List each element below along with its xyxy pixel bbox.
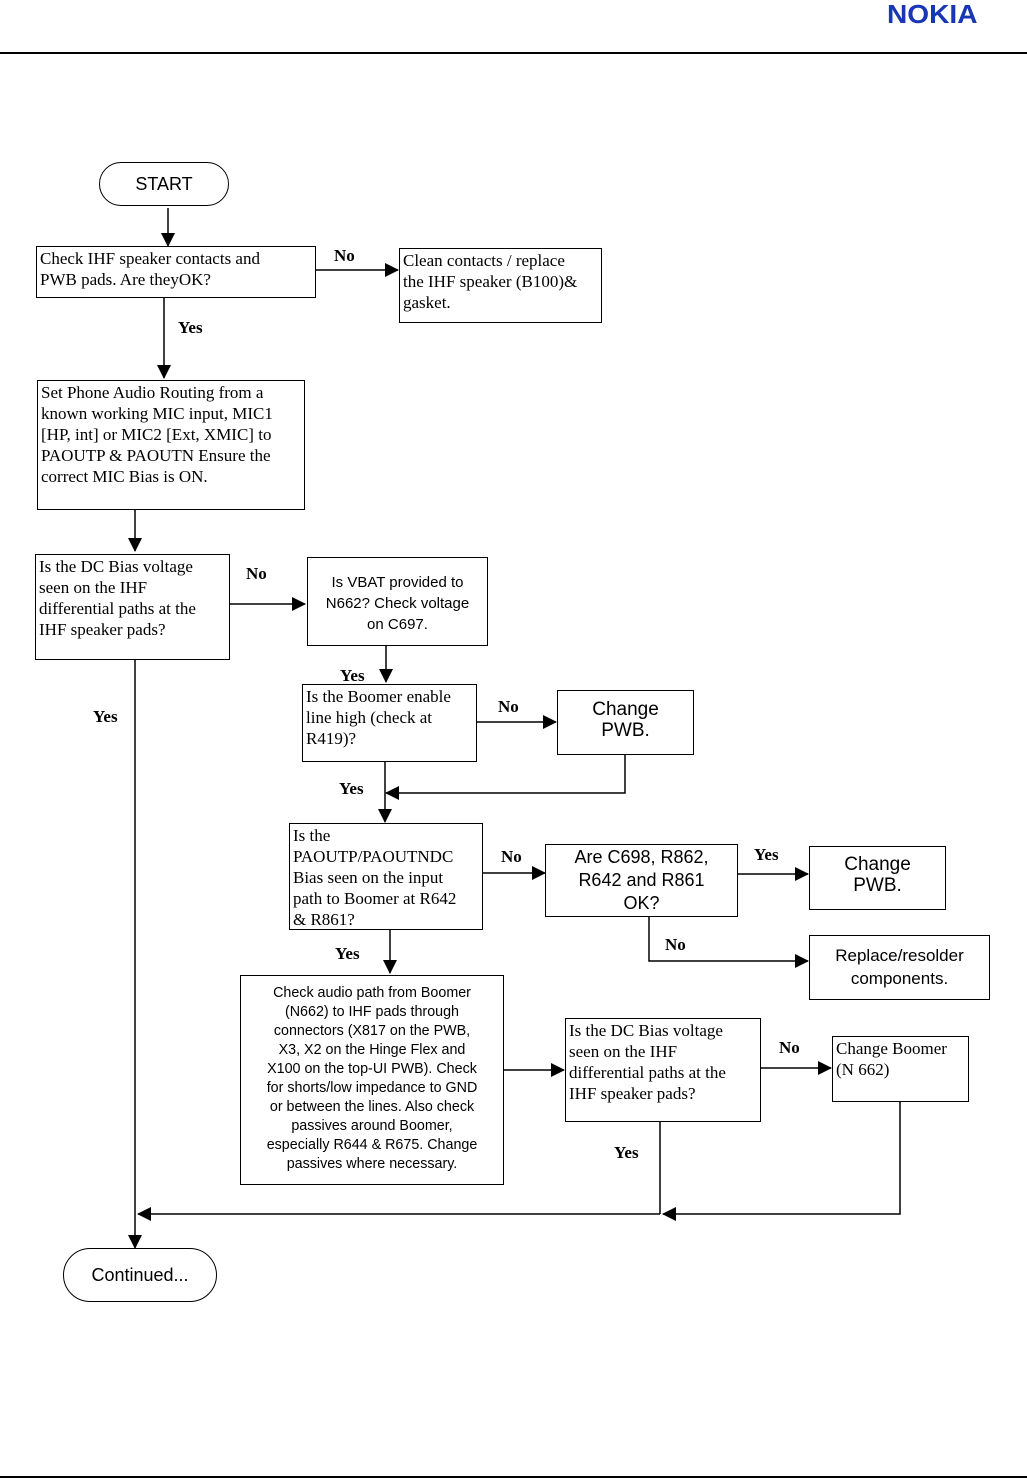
continued-label: Continued... <box>91 1264 189 1285</box>
start-terminal: START <box>99 162 229 206</box>
header-rule <box>0 52 1027 54</box>
clean-contacts-box: Clean contacts / replace the IHF speaker… <box>399 248 602 323</box>
branch-label-yes: Yes <box>614 1143 639 1162</box>
replace-resolder-box: Replace/resolder components. <box>809 935 990 1000</box>
branch-label-yes: Yes <box>754 845 779 864</box>
change-pwb-box-2: Change PWB. <box>809 846 946 910</box>
dc-bias-check-box: Is the DC Bias voltage seen on the IHF d… <box>35 554 230 660</box>
boomer-enable-box: Is the Boomer enable line high (check at… <box>302 684 477 762</box>
branch-label-yes: Yes <box>339 779 364 798</box>
check-audio-path-box: Check audio path from Boomer (N662) to I… <box>240 975 504 1185</box>
branch-label-yes: Yes <box>340 666 365 685</box>
branch-label-no: No <box>246 564 267 583</box>
branch-label-yes: Yes <box>93 707 118 726</box>
change-boomer-box: Change Boomer (N 662) <box>832 1036 969 1102</box>
branch-label-no: No <box>334 246 355 265</box>
footer-rule <box>0 1476 1027 1478</box>
branch-label-no: No <box>779 1038 800 1057</box>
nokia-logo: NOKIA <box>887 0 978 29</box>
continued-terminal: Continued... <box>63 1248 217 1302</box>
component-check-box: Are C698, R862, R642 and R861 OK? <box>545 844 738 917</box>
start-label: START <box>135 173 193 194</box>
change-pwb-box-1: Change PWB. <box>557 690 694 755</box>
check-contacts-box: Check IHF speaker contacts and PWB pads.… <box>36 246 316 298</box>
branch-label-yes: Yes <box>178 318 203 337</box>
paout-bias-box: Is the PAOUTP/PAOUTNDC Bias seen on the … <box>289 823 483 930</box>
branch-label-no: No <box>501 847 522 866</box>
branch-label-no: No <box>498 697 519 716</box>
set-routing-box: Set Phone Audio Routing from a known wor… <box>37 380 305 510</box>
vbat-check-box: Is VBAT provided to N662? Check voltage … <box>307 557 488 646</box>
branch-label-no: No <box>665 935 686 954</box>
dc-bias-recheck-box: Is the DC Bias voltage seen on the IHF d… <box>565 1018 761 1122</box>
branch-label-yes: Yes <box>335 944 360 963</box>
